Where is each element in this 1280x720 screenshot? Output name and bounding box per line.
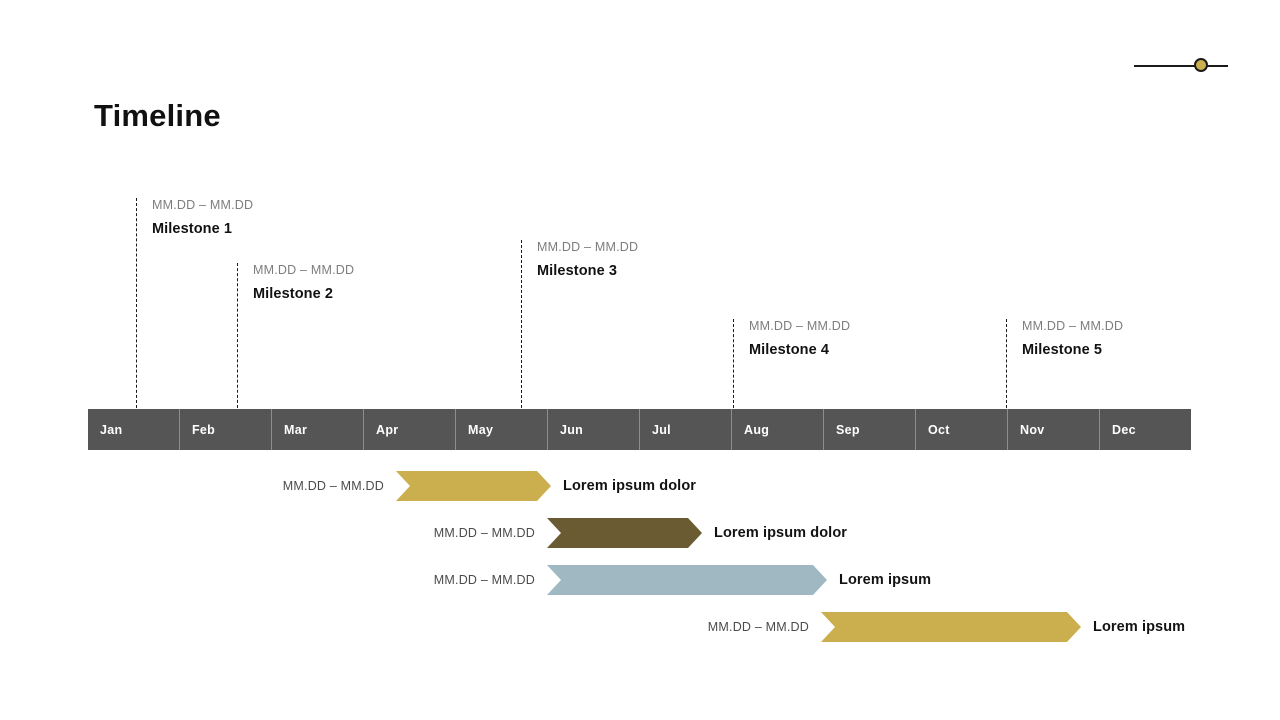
- task-bar[interactable]: [396, 471, 551, 501]
- month-cell: Jan: [88, 409, 179, 450]
- task-bar[interactable]: [821, 612, 1081, 642]
- milestone-dashed-line: [1006, 319, 1007, 408]
- milestone-text: MM.DD – MM.DD Milestone 3: [537, 240, 638, 281]
- month-cell: Dec: [1099, 409, 1191, 450]
- task-row: MM.DD – MM.DD Lorem ipsum: [434, 565, 931, 595]
- task-date-range: MM.DD – MM.DD: [707, 620, 809, 634]
- task-row: MM.DD – MM.DD Lorem ipsum dolor: [434, 518, 847, 548]
- task-row: MM.DD – MM.DD Lorem ipsum: [708, 612, 1185, 642]
- month-label: Jan: [100, 422, 123, 437]
- milestone-name: Milestone 1: [152, 221, 233, 237]
- month-label: Sep: [836, 422, 860, 437]
- month-label: Apr: [376, 422, 399, 437]
- task-date-range: MM.DD – MM.DD: [282, 479, 384, 493]
- milestone-date-range: MM.DD – MM.DD: [749, 319, 851, 333]
- month-label: Oct: [928, 422, 950, 437]
- task-bar[interactable]: [547, 565, 827, 595]
- month-label: Jul: [652, 422, 671, 437]
- month-cell: May: [455, 409, 547, 450]
- task-bar[interactable]: [547, 518, 702, 548]
- milestone-date-range: MM.DD – MM.DD: [1022, 319, 1124, 333]
- month-label: Aug: [744, 422, 770, 437]
- month-cell: Sep: [823, 409, 915, 450]
- task-date-range: MM.DD – MM.DD: [433, 526, 535, 540]
- milestone-dashed-line: [237, 263, 238, 408]
- month-cell: Mar: [271, 409, 363, 450]
- milestone-text: MM.DD – MM.DD Milestone 1: [152, 198, 253, 239]
- month-cell: Aug: [731, 409, 823, 450]
- task-date-range: MM.DD – MM.DD: [433, 573, 535, 587]
- header-decoration: [1134, 56, 1228, 78]
- month-label: Mar: [284, 422, 308, 437]
- task-label: Lorem ipsum: [839, 572, 932, 588]
- task-row: MM.DD – MM.DD Lorem ipsum dolor: [283, 471, 696, 501]
- milestone-text: MM.DD – MM.DD Milestone 4: [749, 319, 850, 360]
- milestone-date-range: MM.DD – MM.DD: [537, 240, 639, 254]
- month-label: Jun: [560, 422, 584, 437]
- month-label: May: [468, 422, 494, 437]
- month-label: Feb: [192, 422, 216, 437]
- task-label: Lorem ipsum dolor: [563, 478, 697, 494]
- month-axis: Jan Feb Mar Apr May Jun Jul Aug Sep Oct Nov Dec: [88, 409, 1191, 450]
- month-label: Nov: [1020, 422, 1045, 437]
- task-label: Lorem ipsum dolor: [714, 525, 848, 541]
- milestone-dashed-line: [136, 198, 137, 408]
- month-cell: Feb: [179, 409, 271, 450]
- milestone-dashed-line: [521, 240, 522, 408]
- month-cell: Oct: [915, 409, 1007, 450]
- milestone-name: Milestone 2: [253, 286, 334, 302]
- milestone-dashed-line: [733, 319, 734, 408]
- decoration-line-icon: [1134, 65, 1228, 67]
- milestone-name: Milestone 4: [749, 342, 830, 358]
- milestone-text: MM.DD – MM.DD Milestone 5: [1022, 319, 1123, 360]
- task-label: Lorem ipsum: [1093, 619, 1186, 635]
- decoration-dot-icon: [1194, 58, 1208, 72]
- month-cell: Apr: [363, 409, 455, 450]
- milestone-date-range: MM.DD – MM.DD: [152, 198, 254, 212]
- month-cell: Nov: [1007, 409, 1099, 450]
- month-cell: Jun: [547, 409, 639, 450]
- month-label: Dec: [1112, 422, 1136, 437]
- milestone-name: Milestone 3: [537, 263, 618, 279]
- milestone-name: Milestone 5: [1022, 342, 1103, 358]
- milestone-text: MM.DD – MM.DD Milestone 2: [253, 263, 354, 304]
- milestone-date-range: MM.DD – MM.DD: [253, 263, 355, 277]
- page-title: Timeline: [94, 98, 221, 133]
- month-cell: Jul: [639, 409, 731, 450]
